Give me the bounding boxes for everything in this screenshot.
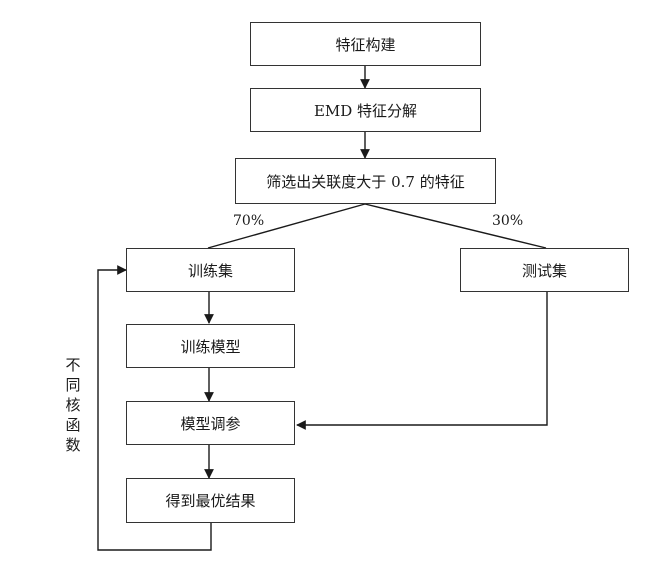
branch-line-test [364,203,547,249]
feature-build-label: 特征构建 [335,35,396,54]
select-features-box: 筛选出关联度大于 0.7 的特征 [235,158,496,204]
feature-build-box: 特征构建 [250,22,481,66]
test-set-label: 测试集 [521,261,567,280]
test-split-label: 30% [492,213,524,229]
test-set-box: 测试集 [460,248,629,292]
best-result-label: 得到最优结果 [165,492,256,510]
tune-model-label: 模型调参 [180,414,241,433]
train-split-label: 70% [233,213,265,229]
select-features-label: 筛选出关联度大于 0.7 的特征 [266,172,465,191]
emd-decompose-box: EMD 特征分解 [250,88,481,132]
loop-label-kernel-functions: 不同核函数 [65,356,81,454]
train-set-label: 训练集 [187,261,233,280]
train-model-label: 训练模型 [180,337,241,356]
loop-arrow-result-to-train [97,265,212,551]
arrow-test-to-tune [296,292,548,430]
branch-line-train [207,203,366,249]
train-set-box: 训练集 [126,248,295,292]
best-result-box: 得到最优结果 [126,478,295,523]
tune-model-box: 模型调参 [126,401,295,445]
emd-decompose-label: EMD 特征分解 [313,101,418,120]
train-model-box: 训练模型 [126,324,295,368]
